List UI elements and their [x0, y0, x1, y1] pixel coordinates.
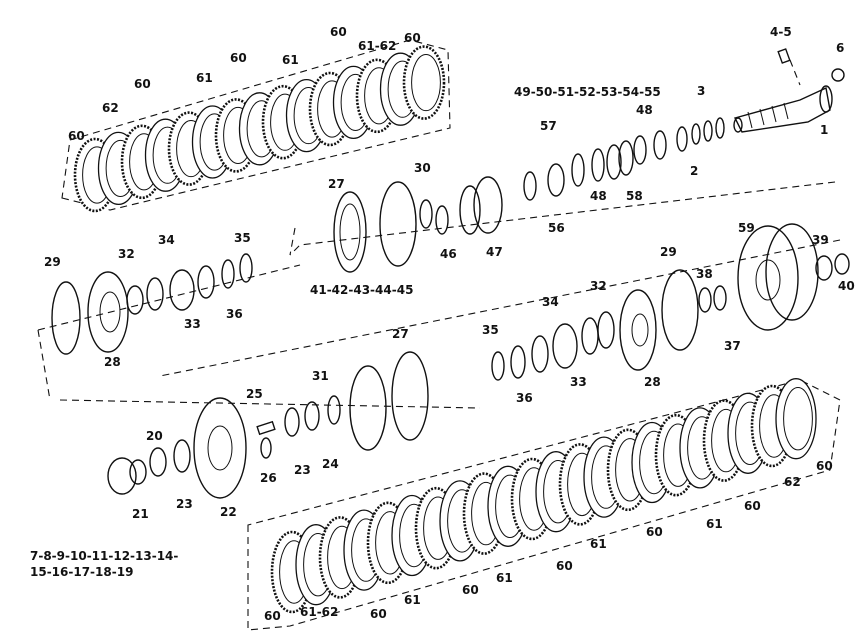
part-labels: 1 2 3 6 4-5 49-50-51-52-53-54-55 48 48 5…	[30, 25, 855, 623]
label-29-b: 29	[660, 245, 677, 259]
label-39: 39	[812, 233, 829, 247]
label-48-b: 48	[590, 189, 607, 203]
label-28-b: 28	[644, 375, 661, 389]
label-top-62: 62	[102, 101, 119, 115]
label-bottom-61-b: 61	[496, 571, 513, 585]
label-33-b: 33	[570, 375, 587, 389]
left-middle-row	[51, 253, 253, 355]
label-3: 3	[697, 84, 705, 98]
label-bottom-60-c: 60	[462, 583, 479, 597]
label-2: 2	[690, 164, 698, 178]
label-35-a: 35	[234, 231, 251, 245]
label-bottom-61-c: 61	[590, 537, 607, 551]
middle-top-cluster	[333, 140, 634, 273]
label-top-60-a: 60	[68, 129, 85, 143]
label-24: 24	[322, 457, 339, 471]
upper-disc-15	[402, 45, 446, 120]
label-23-a: 23	[294, 463, 311, 477]
label-34-a: 34	[158, 233, 175, 247]
label-bottom-60-d: 60	[556, 559, 573, 573]
label-58: 58	[626, 189, 643, 203]
label-35-b: 35	[482, 323, 499, 337]
label-37: 37	[724, 339, 741, 353]
shaft-1	[733, 48, 845, 133]
label-bottom-62: 62	[784, 475, 801, 489]
label-bottom-60-g: 60	[816, 459, 833, 473]
label-seq-2: 15-16-17-18-19	[30, 565, 133, 579]
label-59: 59	[738, 221, 755, 235]
pin-4-5	[777, 48, 791, 64]
label-34-b: 34	[542, 295, 559, 309]
label-top-61-b: 61	[282, 53, 299, 67]
label-bottom-61-62: 61-62	[300, 605, 338, 619]
label-28-a: 28	[104, 355, 121, 369]
lower-disc-22	[775, 378, 817, 460]
label-38: 38	[696, 267, 713, 281]
label-23-b: 23	[176, 497, 193, 511]
label-30: 30	[414, 161, 431, 175]
label-bottom-60-b: 60	[370, 607, 387, 621]
label-bottom-60-f: 60	[744, 499, 761, 513]
label-40: 40	[838, 279, 855, 293]
label-41-45: 41-42-43-44-45	[310, 283, 413, 297]
label-36-b: 36	[516, 391, 533, 405]
label-47: 47	[486, 245, 503, 259]
label-bottom-61-a: 61	[404, 593, 421, 607]
label-31: 31	[312, 369, 329, 383]
label-top-60-b: 60	[134, 77, 151, 91]
label-top-60-c: 60	[230, 51, 247, 65]
label-4-5: 4-5	[770, 25, 792, 39]
nut-6	[831, 68, 845, 82]
label-49-55: 49-50-51-52-53-54-55	[514, 85, 661, 99]
label-48-a: 48	[636, 103, 653, 117]
lower-disc-22-inner	[783, 387, 813, 451]
label-27-a: 27	[328, 177, 345, 191]
label-29-a: 29	[44, 255, 61, 269]
label-46: 46	[440, 247, 457, 261]
label-57: 57	[540, 119, 557, 133]
label-36-a: 36	[226, 307, 243, 321]
label-25: 25	[246, 387, 263, 401]
label-27-b: 27	[392, 327, 409, 341]
label-33-a: 33	[184, 317, 201, 331]
label-20: 20	[146, 429, 163, 443]
label-32-b: 32	[590, 279, 607, 293]
label-32-a: 32	[118, 247, 135, 261]
lower-clutch-pack	[247, 378, 841, 631]
label-bottom-60-e: 60	[646, 525, 663, 539]
label-seq-1: 7-8-9-10-11-12-13-14-	[30, 549, 178, 563]
label-22: 22	[220, 505, 237, 519]
right-middle-row	[619, 223, 850, 371]
label-26: 26	[260, 471, 277, 485]
shaft-rings	[633, 117, 725, 165]
label-top-60-e: 60	[404, 31, 421, 45]
center-row	[327, 311, 615, 451]
upper-clutch-pack	[61, 39, 451, 213]
label-56: 56	[548, 221, 565, 235]
label-top-61-a: 61	[196, 71, 213, 85]
dashed-routing	[37, 181, 841, 409]
label-bottom-60-a: 60	[264, 609, 281, 623]
label-bottom-61-d: 61	[706, 517, 723, 531]
label-6: 6	[836, 41, 844, 55]
label-1: 1	[820, 123, 828, 137]
label-top-61-62: 61-62	[358, 39, 396, 53]
label-top-60-d: 60	[330, 25, 347, 39]
label-21: 21	[132, 507, 149, 521]
lower-left-parts	[107, 397, 320, 499]
upper-disc-15-inner	[411, 54, 441, 112]
